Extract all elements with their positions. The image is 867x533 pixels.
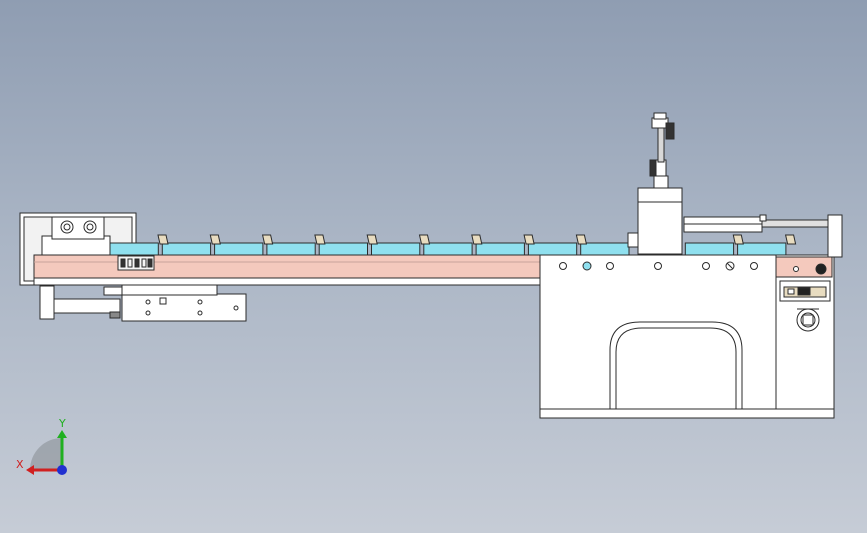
tray (580, 242, 630, 256)
tray (266, 242, 316, 256)
frame-holes (559, 261, 758, 271)
pusher (366, 234, 378, 245)
tray (684, 242, 735, 256)
tray (109, 242, 159, 256)
pusher (784, 234, 797, 245)
pusher (523, 234, 535, 245)
pusher (471, 234, 483, 245)
belt-label-plate (117, 255, 155, 271)
pusher (157, 234, 169, 245)
z-axis-dot (57, 465, 67, 475)
main-frame (539, 254, 835, 419)
triad-quadrant (30, 438, 62, 470)
conveyor-underside (33, 277, 555, 286)
right-clamp-block (779, 280, 831, 302)
pusher (732, 234, 744, 245)
pusher (575, 234, 588, 245)
pusher (418, 234, 431, 245)
tray (475, 242, 525, 256)
tray (161, 242, 212, 256)
pusher (209, 234, 221, 245)
horizontal-cylinder (683, 214, 843, 258)
tray (214, 242, 264, 256)
right-knob (796, 308, 820, 332)
tray (737, 242, 787, 256)
axis-triad: Y X (16, 417, 67, 475)
left-cylinder (39, 285, 123, 320)
tray-row (109, 242, 787, 256)
tray (318, 242, 369, 256)
left-mount-plate (121, 284, 247, 322)
tray (423, 242, 473, 256)
tray (371, 242, 421, 256)
pusher (314, 234, 326, 245)
conveyor-belt (33, 254, 555, 279)
tray (527, 242, 578, 256)
pusher-row (157, 234, 797, 245)
x-axis-label: X (16, 458, 24, 471)
y-axis-label: Y (58, 417, 66, 430)
vertical-actuator (627, 112, 683, 255)
pusher (261, 234, 274, 245)
